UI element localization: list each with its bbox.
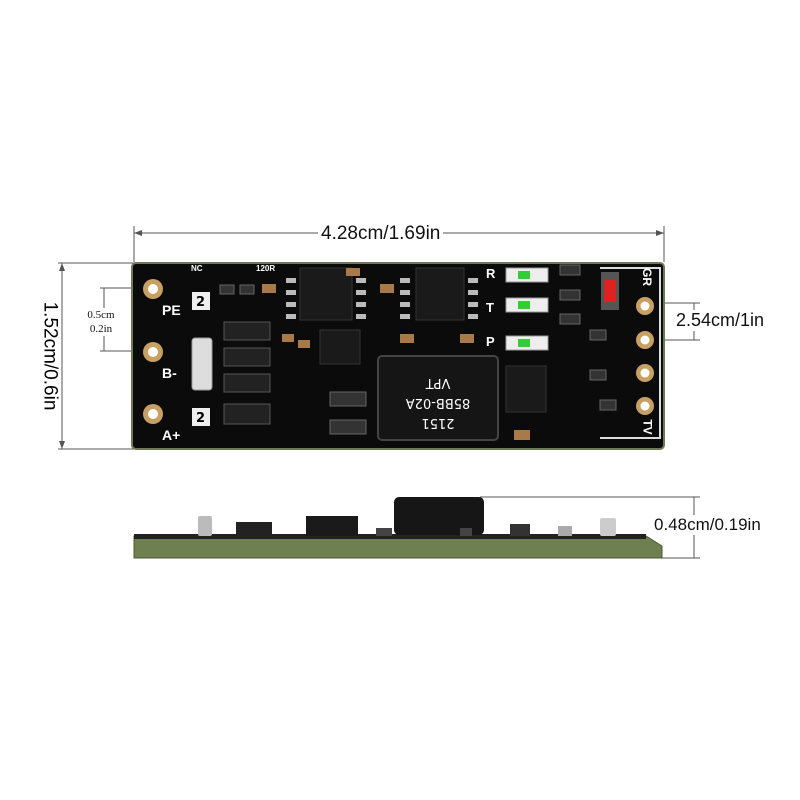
label-t: T (486, 300, 494, 315)
svg-text:2: 2 (196, 295, 205, 310)
height-label: 0.48cm/0.19in (652, 515, 763, 535)
pin-pitch-label: 2.54cm/1in (674, 310, 767, 331)
right-pads (636, 297, 654, 415)
left-pads (143, 279, 163, 424)
svg-text:2: 2 (196, 411, 205, 426)
label-b-minus: B- (162, 365, 177, 381)
pad-spacing-label: 0.5cm 0.2in (78, 308, 124, 336)
pad-spacing-in: 0.2in (89, 323, 113, 335)
pad-spacing-cm: 0.5cm (87, 309, 115, 321)
label-nc: NC (191, 264, 203, 273)
label-r: R (486, 266, 496, 281)
length-label: 4.28cm/1.69in (318, 223, 444, 245)
label-p: P (486, 334, 495, 349)
label-120r: 120R (256, 264, 276, 273)
label-a-plus: A+ (162, 427, 181, 443)
label-pe: PE (162, 302, 181, 318)
